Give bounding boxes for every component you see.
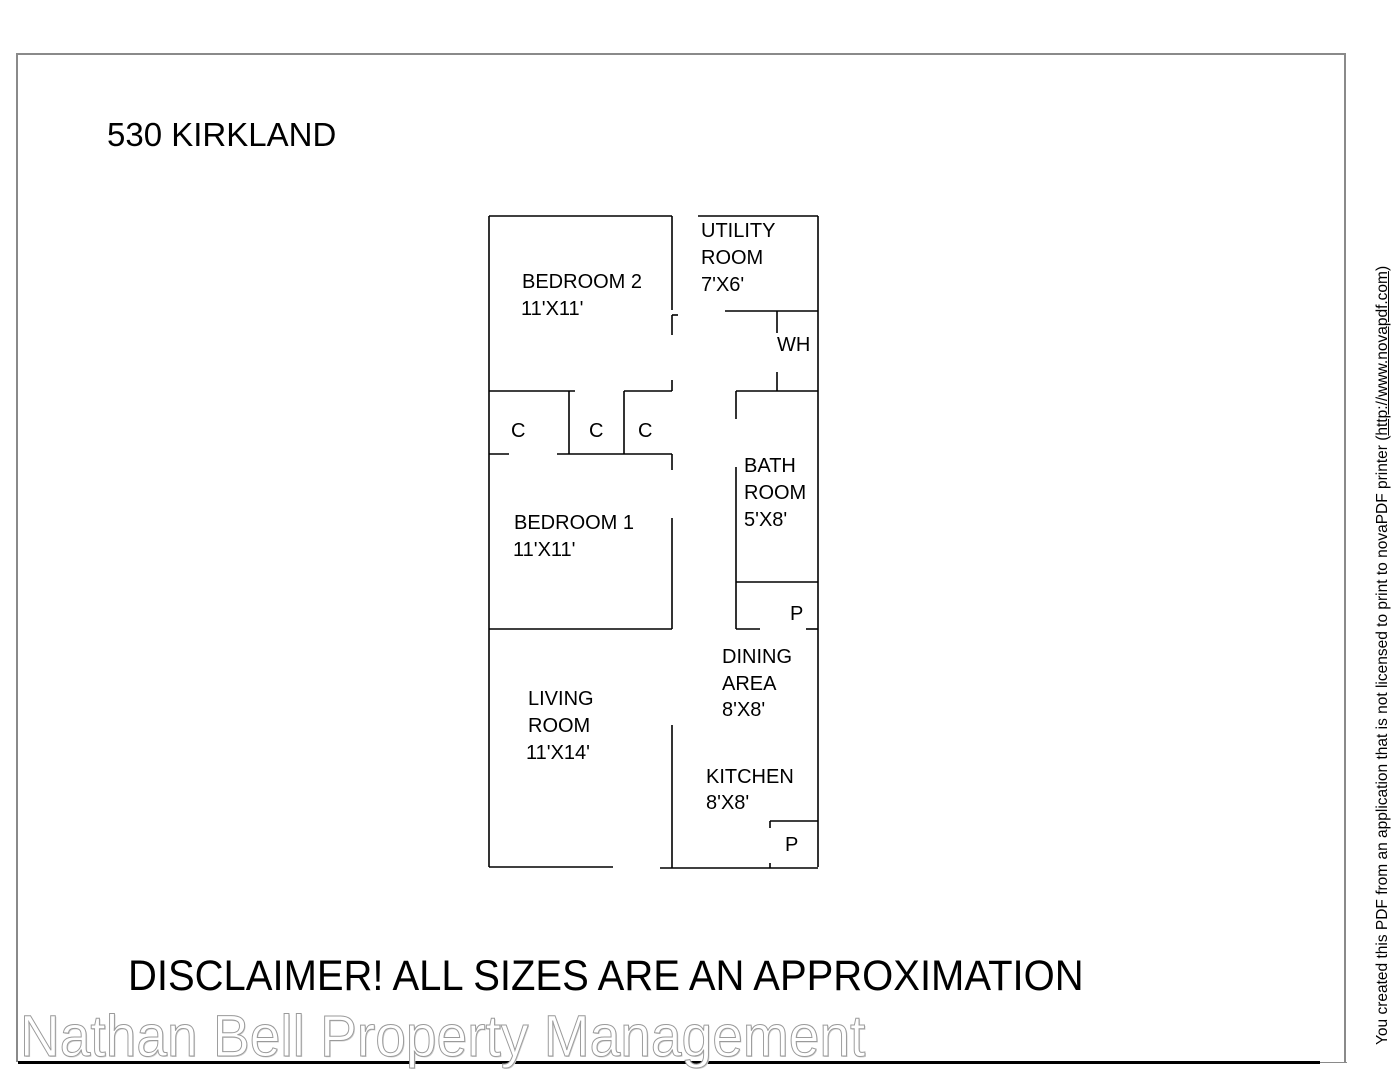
- pantry-label: P: [785, 834, 798, 856]
- company-watermark: Nathan Bell Property Management: [20, 1004, 866, 1070]
- room-size: 8'X8': [722, 699, 765, 721]
- walls: [488, 215, 819, 869]
- license-note-suffix: ): [1374, 265, 1391, 272]
- license-note-text: You created this PDF from an application…: [1374, 435, 1391, 1045]
- pantry-label: P: [790, 603, 803, 625]
- closet-label: C: [589, 420, 603, 442]
- room-bathroom: BATH ROOM 5'X8': [744, 455, 806, 531]
- room-size: 5'X8': [744, 509, 787, 531]
- room-kitchen: KITCHEN 8'X8': [706, 766, 794, 814]
- page-frame: [16, 53, 1346, 1062]
- room-size: 8'X8': [706, 792, 749, 814]
- room-bedroom-2: BEDROOM 2 11'X11': [521, 271, 642, 320]
- closet-label: C: [638, 420, 652, 442]
- room-name: KITCHEN: [706, 766, 794, 788]
- room-name: ROOM: [744, 482, 806, 504]
- room-living: LIVING ROOM 11'X14': [526, 688, 594, 764]
- room-size: 11'X11': [513, 539, 576, 561]
- room-name: ROOM: [701, 247, 763, 269]
- pdf-license-note: You created this PDF from an application…: [1374, 266, 1392, 1045]
- novapdf-link[interactable]: http://www.novapdf.com: [1374, 271, 1391, 436]
- water-heater-label: WH: [777, 334, 810, 356]
- property-title: 530 KIRKLAND: [107, 116, 337, 153]
- room-size: 11'X14': [526, 742, 590, 764]
- room-name: BEDROOM 2: [522, 271, 642, 293]
- room-name: BEDROOM 1: [514, 512, 634, 534]
- room-labels: BEDROOM 2 11'X11' UTILITY ROOM 7'X6' WH …: [511, 220, 810, 856]
- room-name: UTILITY: [701, 220, 775, 242]
- closet-label: C: [511, 420, 525, 442]
- disclaimer-text: DISCLAIMER! ALL SIZES ARE AN APPROXIMATI…: [128, 952, 1084, 1000]
- room-name: LIVING: [528, 688, 594, 710]
- room-name: ROOM: [528, 715, 590, 737]
- room-name: AREA: [722, 673, 777, 695]
- room-bedroom-1: BEDROOM 1 11'X11': [513, 512, 634, 561]
- room-utility: UTILITY ROOM 7'X6': [701, 220, 775, 296]
- bottom-rule-tail: [1320, 1062, 1347, 1063]
- room-size: 7'X6': [701, 274, 744, 296]
- room-dining: DINING AREA 8'X8': [722, 646, 792, 721]
- room-name: DINING: [722, 646, 792, 668]
- room-name: BATH: [744, 455, 796, 477]
- room-size: 11'X11': [521, 298, 584, 320]
- bottom-rule: [18, 1061, 1320, 1064]
